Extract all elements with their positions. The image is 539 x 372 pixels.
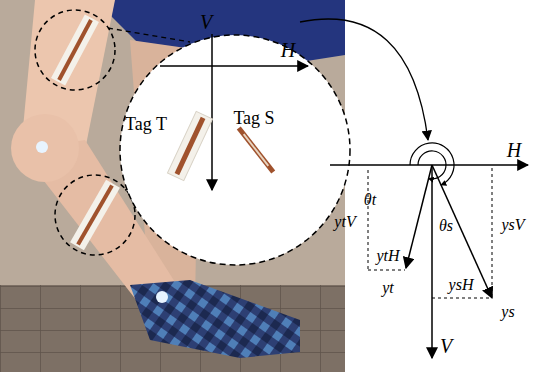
magnifier: [120, 34, 350, 265]
angle-label: θs: [439, 218, 453, 234]
tag-label: Tag S: [233, 109, 274, 127]
component-label: ysV: [501, 217, 524, 233]
vector-label: ys: [501, 304, 514, 320]
axis-label: V: [200, 12, 212, 32]
pointer-arrow: [300, 19, 428, 140]
component-label: ysH: [449, 277, 474, 293]
component-label: ytV: [334, 214, 355, 230]
vector-diagram: [330, 143, 528, 358]
vector-label: yt: [382, 280, 394, 296]
axis-label: H: [507, 140, 521, 160]
axis-label: H: [281, 40, 295, 60]
tag-label: Tag T: [125, 115, 167, 133]
angle-label: θt: [364, 192, 376, 208]
component-label: ytH: [376, 248, 399, 264]
axis-label: V: [440, 336, 452, 356]
